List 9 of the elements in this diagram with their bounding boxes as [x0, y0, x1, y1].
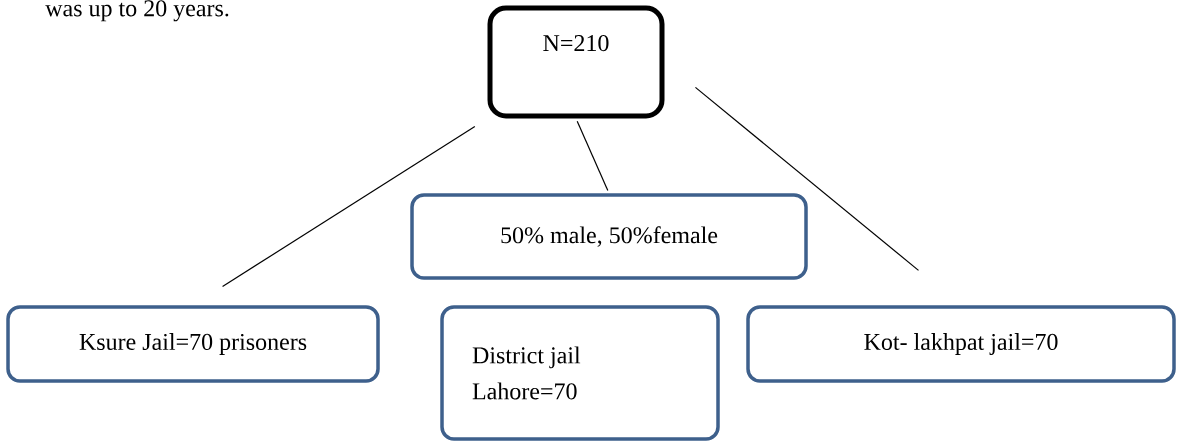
group-box: District jail Lahore=70	[440, 305, 720, 441]
group-box: Ksure Jail=70 prisoners	[6, 305, 380, 383]
connector-line	[221, 125, 476, 288]
root-box: N=210	[487, 5, 665, 119]
group-box: Kot- lakhpat jail=70	[746, 305, 1176, 383]
connector-line	[694, 86, 920, 271]
group-box: 50% male, 50%female	[410, 193, 808, 280]
connector-line	[576, 120, 609, 192]
text-line: was up to 20 years.	[45, 0, 229, 22]
